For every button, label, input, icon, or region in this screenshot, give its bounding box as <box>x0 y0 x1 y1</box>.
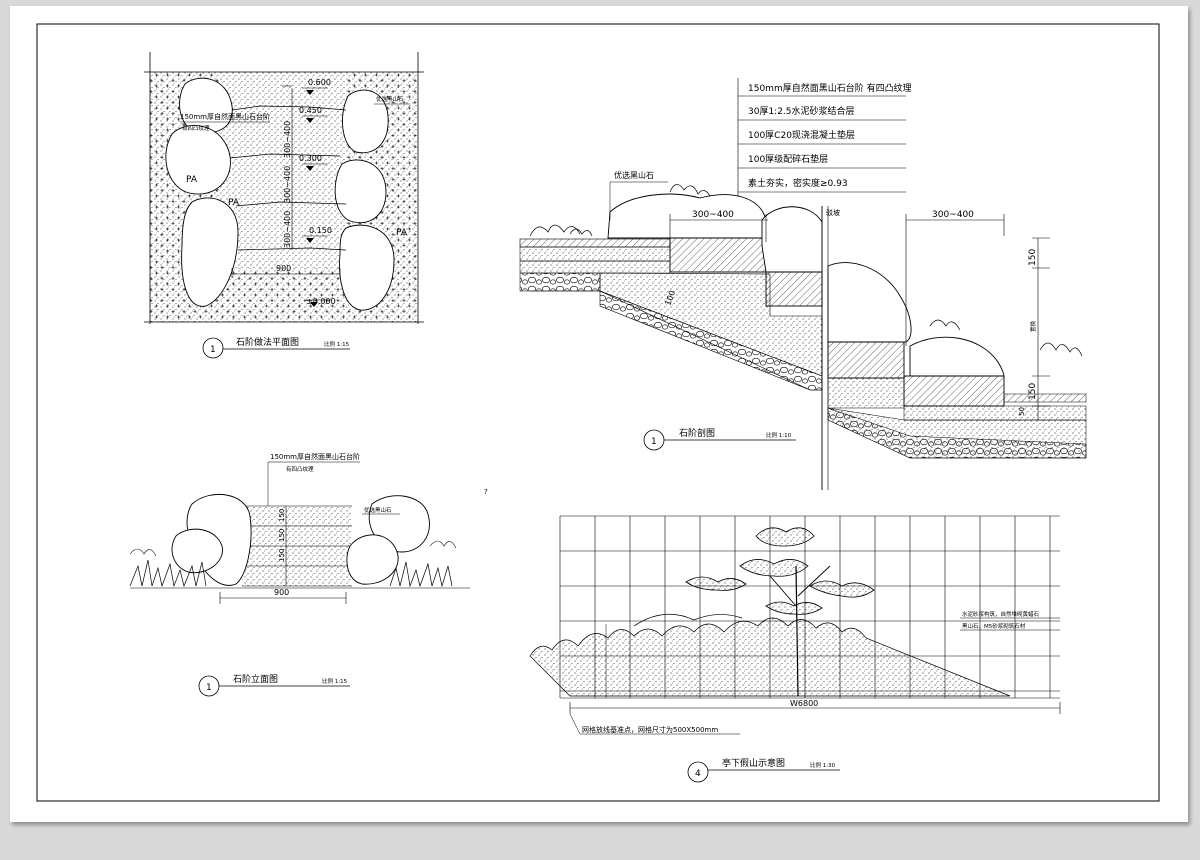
plan-elev-0000: ±0.000 <box>306 297 336 306</box>
section-title: 石阶剖图 <box>679 427 715 439</box>
plan-elev-0450: 0.450 <box>299 106 322 115</box>
section-callout: 1 <box>651 437 657 447</box>
rockery-scale: 比例 1:30 <box>810 761 836 769</box>
section-layer-5: 素土夯实，密实度≥0.93 <box>748 177 848 189</box>
section-dim-b: 300~400 <box>932 210 974 220</box>
drawing-sheet: 300~400 300~400 300~400 0.600 0.450 0.30… <box>10 6 1188 822</box>
plan-scale: 比例 1:15 <box>324 340 350 348</box>
section-rock-label: 优选黑山石 <box>614 170 654 180</box>
plan-note-stone-2: 有四凸纹理 <box>182 124 210 132</box>
section-dim-a: 300~400 <box>692 210 734 220</box>
section-layer-2: 30厚1:2.5水泥砂浆结合层 <box>748 105 855 117</box>
section-h2: 150 <box>1028 383 1038 400</box>
rockery-grid-note: 网格放线基准点，网格尺寸为500X500mm <box>582 725 718 734</box>
elev-height-3: 150 <box>278 549 286 562</box>
tree-icon <box>685 527 875 697</box>
rockery-title: 亭下假山示意图 <box>722 757 785 769</box>
elev-callout: 1 <box>206 683 212 693</box>
plan-view: 300~400 300~400 300~400 0.600 0.450 0.30… <box>144 52 424 359</box>
elev-height-1: 150 <box>278 509 286 522</box>
section-view: 150mm厚自然面黑山石台阶 有四凸纹理 30厚1:2.5水泥砂浆结合层 100… <box>519 78 1087 490</box>
section-step-label: 置换 <box>1029 320 1037 332</box>
rockery-callout: 4 <box>695 769 701 779</box>
plan-title: 石阶做法平面图 <box>236 336 299 348</box>
plan-width: 900 <box>276 264 291 273</box>
plan-elev-0600: 0.600 <box>308 78 331 87</box>
elev-scale: 比例 1:15 <box>322 677 348 685</box>
plan-pa-2: PA <box>228 198 240 208</box>
stray-mark: ? <box>484 488 488 496</box>
elev-note-1: 150mm厚自然面黑山石台阶 <box>270 452 360 461</box>
section-wall-label: 驳坡 <box>826 208 840 217</box>
section-layer-3: 100厚C20现浇混凝土垫层 <box>748 129 855 141</box>
section-h4: 50 <box>1018 407 1026 416</box>
elev-note-rock: 优选黑山石 <box>364 506 392 514</box>
section-layer-1: 150mm厚自然面黑山石台阶 有四凸纹理 <box>748 82 912 94</box>
elev-width: 900 <box>274 588 289 597</box>
section-layer-4: 100厚级配碎石垫层 <box>748 153 828 165</box>
rockery-view: 水泥砂浆构筑，自然堆砌黄蜡石 黑山石，M5砂浆砌筑石材 W6800 网格放线基准… <box>529 515 1061 783</box>
elevation-view: 150 150 150 150mm厚自然面黑山石台阶 有四凸纹理 优选黑山石 9… <box>129 452 470 697</box>
plan-note-right: 优选黑山石 <box>376 95 404 103</box>
plan-callout: 1 <box>210 345 216 355</box>
rockery-note-a: 水泥砂浆构筑，自然堆砌黄蜡石 <box>962 610 1040 618</box>
section-h1: 150 <box>1028 249 1038 266</box>
plan-elev-0300: 0.300 <box>299 154 322 163</box>
plan-elev-0150: 0.150 <box>309 226 332 235</box>
elev-title: 石阶立面图 <box>233 673 278 685</box>
plan-pa-1: PA <box>186 175 198 185</box>
rockery-note-b: 黑山石，M5砂浆砌筑石材 <box>962 622 1026 630</box>
plan-dim-3: 300~400 <box>283 211 292 248</box>
plan-dim-1: 300~400 <box>283 121 292 158</box>
rockery-width: W6800 <box>790 699 818 708</box>
section-scale: 比例 1:10 <box>766 431 792 439</box>
elev-note-2: 有四凸纹理 <box>286 465 314 473</box>
plan-note-stone: 150mm厚自然面黑山石台阶 <box>180 112 270 121</box>
cad-drawing: 300~400 300~400 300~400 0.600 0.450 0.30… <box>36 23 1160 802</box>
plan-dim-2: 300~400 <box>283 166 292 203</box>
drawing-frame <box>36 23 1160 802</box>
plan-elev-markers <box>302 87 332 307</box>
plan-pa-3: PA <box>396 228 408 238</box>
elev-height-2: 150 <box>278 529 286 542</box>
